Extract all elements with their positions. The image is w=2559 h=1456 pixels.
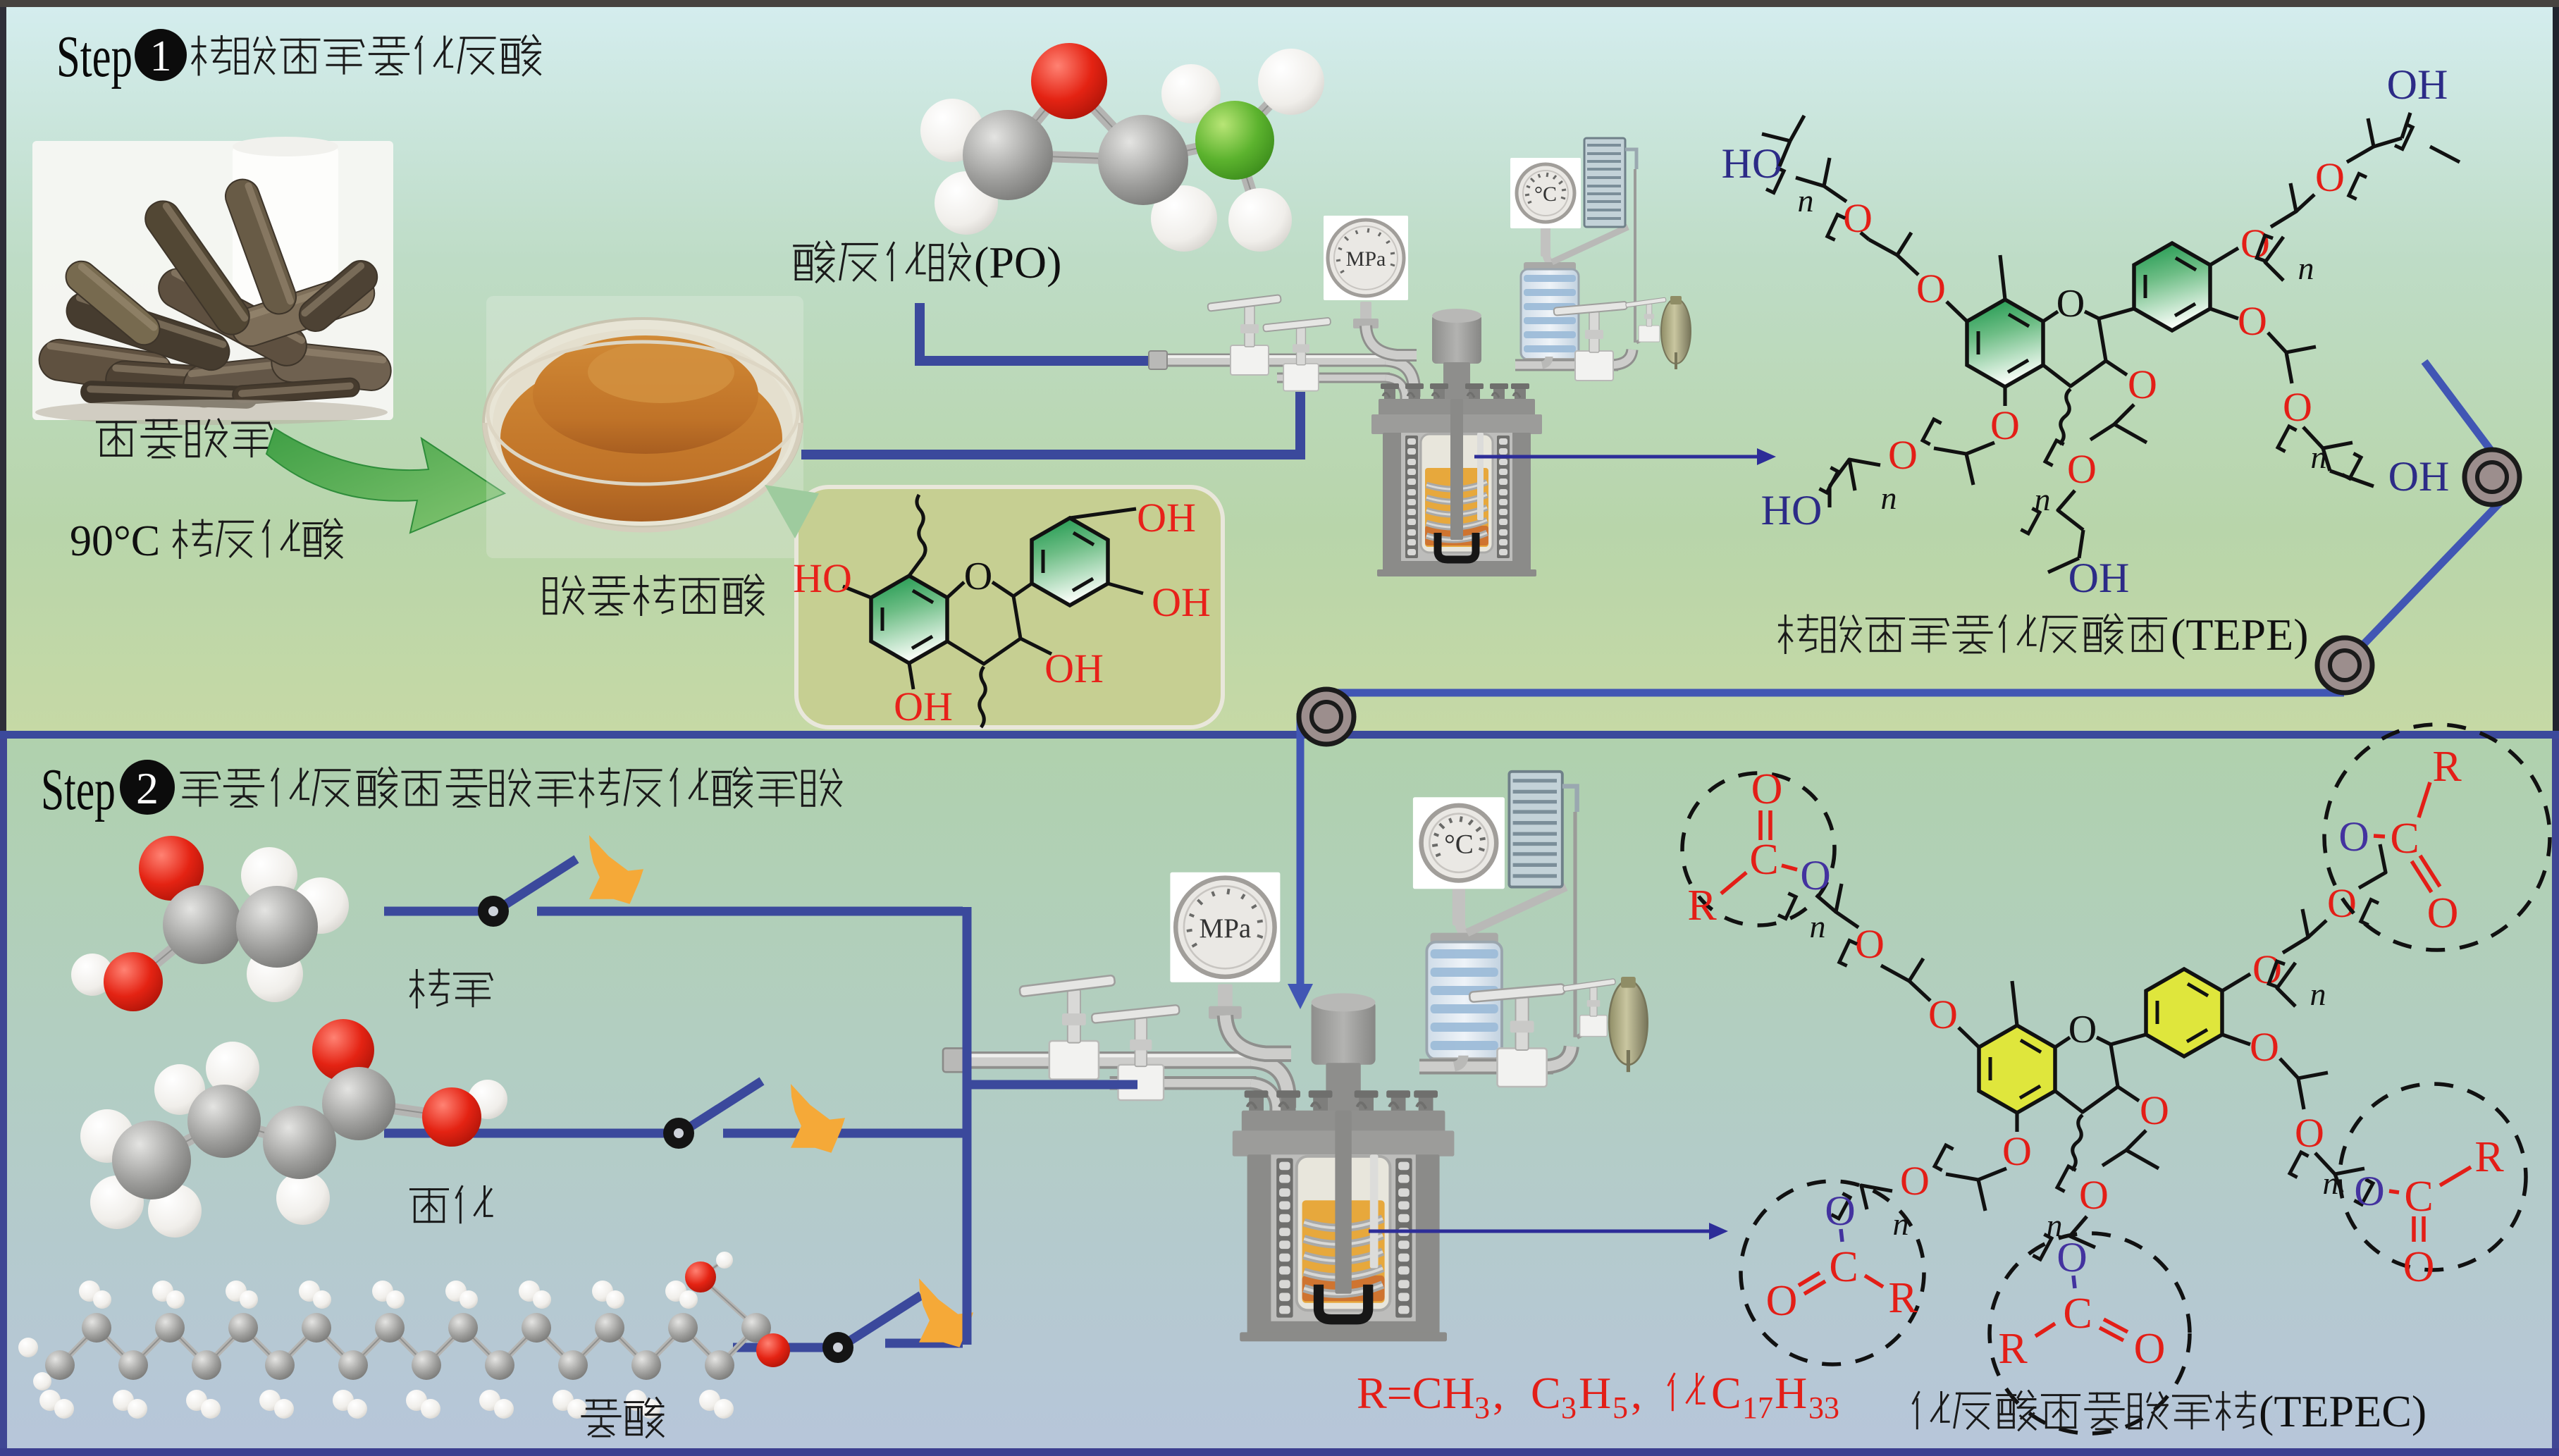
svg-text:O: O	[2250, 1024, 2279, 1070]
svg-text:O: O	[2140, 1087, 2169, 1133]
svg-text:MPa: MPa	[1346, 247, 1386, 271]
svg-text:(TEPE): (TEPE)	[2171, 610, 2309, 660]
svg-text:O: O	[2067, 446, 2097, 492]
svg-text:R: R	[2432, 743, 2462, 791]
svg-text:17: 17	[1742, 1390, 1773, 1425]
svg-text:O: O	[2338, 813, 2369, 860]
svg-text:OH: OH	[1044, 646, 1104, 691]
svg-text:C: C	[1711, 1368, 1741, 1418]
svg-text:3: 3	[1561, 1390, 1577, 1425]
svg-text:90°C: 90°C	[70, 517, 160, 565]
svg-text:Step: Step	[41, 757, 116, 822]
svg-text:,: ,	[1631, 1368, 1642, 1418]
svg-text:O: O	[2068, 1008, 2097, 1051]
svg-text:C: C	[2404, 1173, 2433, 1221]
svg-text:MPa: MPa	[1200, 913, 1252, 944]
svg-text:O: O	[1888, 432, 1918, 478]
svg-text:n: n	[2035, 481, 2051, 517]
svg-text:C: C	[1829, 1243, 1858, 1291]
svg-text:O: O	[2295, 1110, 2324, 1156]
svg-text:n: n	[2298, 250, 2314, 286]
svg-text:HO: HO	[1761, 487, 1823, 533]
svg-text:Step: Step	[56, 24, 132, 90]
svg-text:n: n	[2047, 1207, 2063, 1243]
svg-text:OH: OH	[894, 684, 953, 729]
svg-text:n: n	[1881, 480, 1897, 516]
svg-text:O: O	[2128, 362, 2157, 407]
svg-text:O: O	[2427, 889, 2459, 937]
svg-text:H: H	[1775, 1368, 1807, 1418]
svg-text:O: O	[1900, 1158, 1930, 1204]
svg-text:3: 3	[1474, 1390, 1490, 1425]
svg-text:O: O	[2134, 1325, 2166, 1373]
svg-text:O: O	[1825, 1187, 1855, 1234]
svg-text:O: O	[2057, 1234, 2087, 1281]
svg-text:C: C	[2390, 815, 2419, 863]
svg-text:n: n	[1798, 183, 1814, 218]
svg-text:OH: OH	[1152, 579, 1211, 625]
svg-text:H: H	[1579, 1368, 1611, 1418]
svg-text:O: O	[1751, 765, 1783, 813]
svg-text:O: O	[964, 555, 992, 598]
svg-text:O: O	[2002, 1128, 2032, 1174]
svg-text:,: ,	[1493, 1368, 1504, 1418]
svg-text:R: R	[2474, 1133, 2504, 1181]
svg-text:O: O	[1800, 852, 1830, 899]
svg-text:R: R	[1998, 1325, 2028, 1373]
svg-text:(PO): (PO)	[974, 237, 1061, 288]
svg-text:O: O	[1916, 266, 1946, 311]
svg-text:OH: OH	[2388, 453, 2450, 500]
svg-text:n: n	[2311, 439, 2327, 475]
svg-text:R: R	[1687, 882, 1717, 930]
svg-text:O: O	[2354, 1168, 2384, 1214]
svg-text:C: C	[2063, 1290, 2092, 1338]
svg-text:OH: OH	[2068, 555, 2130, 601]
svg-text:R=CH: R=CH	[1357, 1368, 1475, 1418]
svg-text:O: O	[1855, 921, 1885, 967]
svg-text:°C: °C	[1444, 829, 1474, 860]
svg-text:O: O	[1990, 402, 2020, 448]
svg-text:OH: OH	[1137, 495, 1196, 541]
svg-text:n: n	[1810, 908, 1826, 944]
svg-text:O: O	[2057, 282, 2085, 326]
svg-text:n: n	[2310, 976, 2326, 1012]
svg-text:(TEPEC): (TEPEC)	[2259, 1386, 2427, 1436]
svg-text:°C: °C	[1534, 183, 1557, 206]
svg-text:C: C	[1531, 1368, 1561, 1418]
svg-text:O: O	[2283, 384, 2312, 430]
svg-text:HO: HO	[793, 555, 852, 601]
svg-text:R: R	[1888, 1274, 1918, 1322]
svg-text:C: C	[1749, 836, 1778, 884]
svg-text:1: 1	[150, 32, 172, 80]
svg-text:O: O	[1928, 992, 1958, 1037]
svg-text:33: 33	[1808, 1390, 1839, 1425]
svg-text:O: O	[2079, 1172, 2109, 1218]
svg-text:O: O	[2403, 1243, 2435, 1291]
svg-text:2: 2	[136, 763, 159, 813]
svg-text:OH: OH	[2387, 61, 2448, 108]
svg-text:O: O	[1843, 195, 1873, 241]
svg-text:O: O	[1766, 1277, 1798, 1325]
svg-text:HO: HO	[1722, 140, 1783, 187]
svg-text:O: O	[2327, 880, 2357, 926]
svg-text:n: n	[2323, 1165, 2339, 1201]
svg-text:O: O	[2238, 298, 2267, 344]
svg-text:O: O	[2315, 154, 2345, 200]
svg-text:5: 5	[1613, 1390, 1628, 1425]
